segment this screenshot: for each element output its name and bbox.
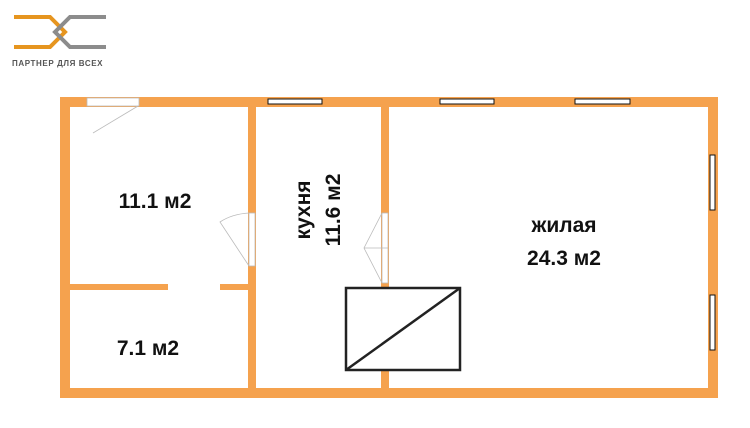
living-area: 24.3 м2 [527,247,601,270]
doors [86,97,389,284]
logo-text: ПАРТНЕР ДЛЯ ВСЕХ [12,59,104,68]
kitchen-label: кухня [292,180,315,239]
kitchen-area: 11.6 м2 [322,174,345,247]
windows [267,98,716,351]
room-area-2: 7.1 м2 [117,337,179,360]
room-area-1: 11.1 м2 [119,190,192,213]
company-logo [14,15,106,49]
living-label: жилая [530,214,596,237]
stove [344,286,462,372]
walls [60,97,718,398]
